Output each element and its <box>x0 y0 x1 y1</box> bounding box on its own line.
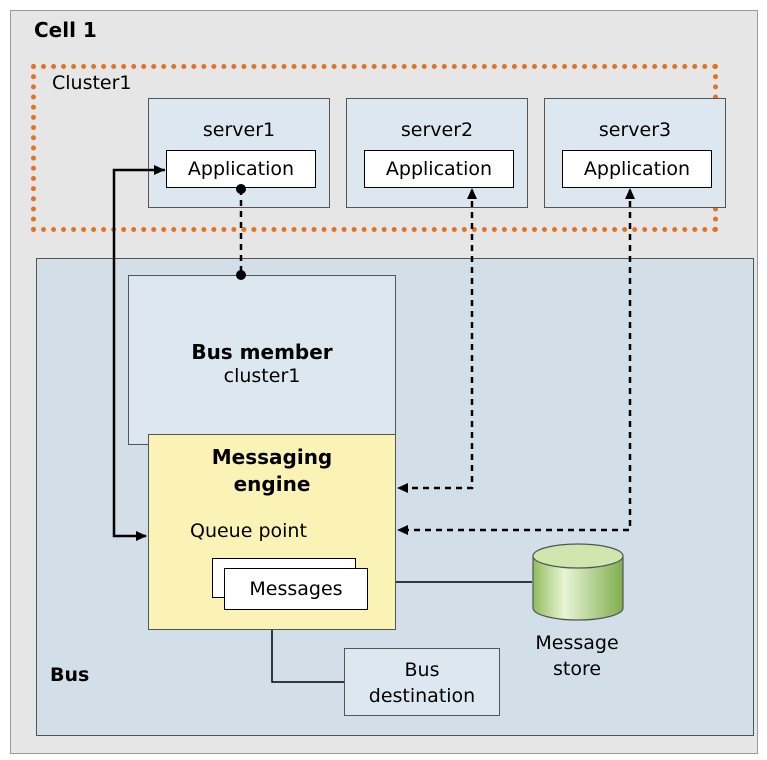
engine-destination-link <box>271 630 344 683</box>
server2-engine-link <box>397 188 477 493</box>
server2-application: Application <box>364 150 514 188</box>
server1-title: server1 <box>202 119 276 141</box>
message-store-cylinder-icon <box>532 543 624 621</box>
server2-title: server2 <box>400 119 474 141</box>
server1-engine-link <box>112 165 165 541</box>
message-store-line1: Message <box>535 632 619 654</box>
bus-member-title: Bus member <box>191 340 333 364</box>
messaging-engine-title-line2: engine <box>233 472 311 496</box>
bus-destination-box: Bus destination <box>344 648 500 716</box>
cluster-title: Cluster1 <box>52 72 132 94</box>
messages-box: Messages <box>224 568 368 610</box>
message-store-line2: store <box>552 658 602 680</box>
messaging-engine-title: Messaging engine <box>148 444 396 498</box>
messaging-engine-title-line1: Messaging <box>211 445 333 469</box>
server3-application: Application <box>562 150 712 188</box>
bus-member-subtitle: cluster1 <box>223 365 301 387</box>
bus-label: Bus <box>50 664 90 686</box>
server1-busmember-link <box>236 184 246 280</box>
server3-engine-link <box>397 188 635 535</box>
queue-point-label: Queue point <box>190 520 307 542</box>
message-store-label: Message store <box>512 630 642 682</box>
cell-title: Cell 1 <box>34 18 97 42</box>
bus-destination-line2: destination <box>368 685 476 707</box>
bus-destination-line1: Bus <box>404 659 440 681</box>
server3-title: server3 <box>598 119 672 141</box>
